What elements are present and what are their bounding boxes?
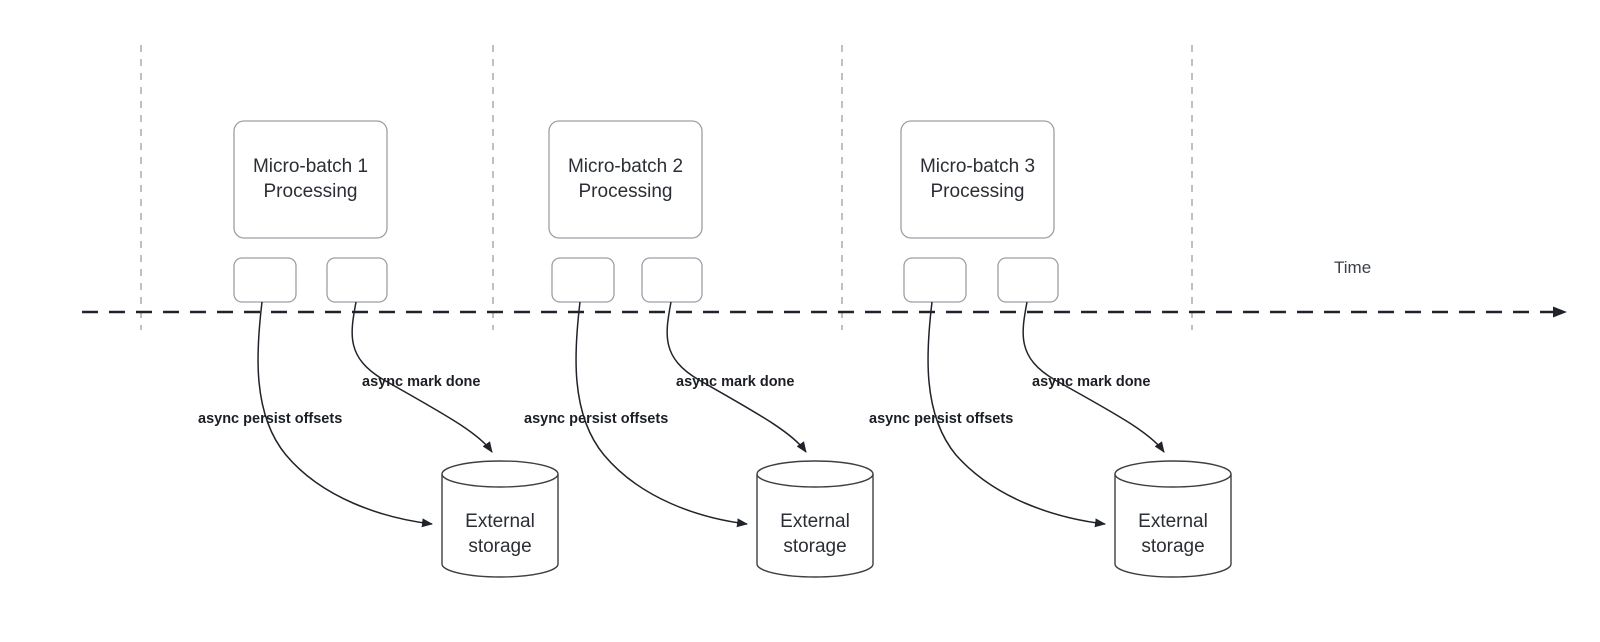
storage-cylinder-3[interactable]: External storage <box>1114 460 1232 578</box>
group-2: Micro-batch 2 Processing External storag… <box>524 120 874 578</box>
process-box-1[interactable]: Micro-batch 1 Processing <box>233 120 388 239</box>
edge-label-persist-offsets-1: async persist offsets <box>198 411 342 427</box>
process-box-2-rect[interactable] <box>548 120 703 239</box>
process-box-3-line2: Processing <box>931 181 1025 202</box>
group-1: Micro-batch 1 Processing External storag… <box>198 120 559 578</box>
task-box-3a[interactable] <box>903 257 967 303</box>
edge-mark-done-1 <box>351 301 493 453</box>
task-box-3b[interactable] <box>997 257 1059 303</box>
edge-persist-offsets-3 <box>927 301 1106 528</box>
process-box-3[interactable]: Micro-batch 3 Processing <box>900 120 1055 239</box>
time-axis: Time <box>82 258 1567 318</box>
timeline-tick-group <box>140 45 1193 330</box>
storage-cylinder-1-top <box>441 460 559 488</box>
storage-cylinder-1-body <box>441 474 559 578</box>
process-box-2-line1: Micro-batch 2 <box>568 156 683 177</box>
group-3: Micro-batch 3 Processing External storag… <box>869 120 1232 578</box>
process-box-1-line2: Processing <box>264 181 358 202</box>
process-box-3-line1: Micro-batch 3 <box>920 156 1035 177</box>
storage-cylinder-3-line1: External <box>1138 511 1208 532</box>
edge-label-persist-offsets-3: async persist offsets <box>869 411 1013 427</box>
storage-cylinder-2-line2: storage <box>783 536 846 557</box>
storage-cylinder-3-body <box>1114 474 1232 578</box>
storage-cylinder-2[interactable]: External storage <box>756 460 874 578</box>
process-box-2[interactable]: Micro-batch 2 Processing <box>548 120 703 239</box>
edge-label-mark-done-1: async mark done <box>362 374 480 390</box>
process-box-2-line2: Processing <box>579 181 673 202</box>
edge-label-mark-done-2: async mark done <box>676 374 794 390</box>
storage-cylinder-3-line2: storage <box>1141 536 1204 557</box>
edge-label-mark-done-3: async mark done <box>1032 374 1150 390</box>
process-box-1-rect[interactable] <box>233 120 388 239</box>
task-box-2a[interactable] <box>551 257 615 303</box>
process-box-3-rect[interactable] <box>900 120 1055 239</box>
edge-mark-done-2 <box>666 301 807 453</box>
process-box-1-line1: Micro-batch 1 <box>253 156 368 177</box>
edge-label-persist-offsets-2: async persist offsets <box>524 411 668 427</box>
task-box-1a[interactable] <box>233 257 297 303</box>
time-axis-label: Time <box>1334 258 1371 277</box>
task-box-2b[interactable] <box>641 257 703 303</box>
storage-cylinder-2-top <box>756 460 874 488</box>
task-box-1b[interactable] <box>326 257 388 303</box>
storage-cylinder-2-line1: External <box>780 511 850 532</box>
edge-mark-done-3 <box>1022 301 1165 453</box>
storage-cylinder-1-line2: storage <box>468 536 531 557</box>
storage-cylinder-1-line1: External <box>465 511 535 532</box>
edge-persist-offsets-2 <box>575 301 748 528</box>
storage-cylinder-1[interactable]: External storage <box>441 460 559 578</box>
edge-persist-offsets-1 <box>257 301 433 528</box>
storage-cylinder-3-top <box>1114 460 1232 488</box>
storage-cylinder-2-body <box>756 474 874 578</box>
